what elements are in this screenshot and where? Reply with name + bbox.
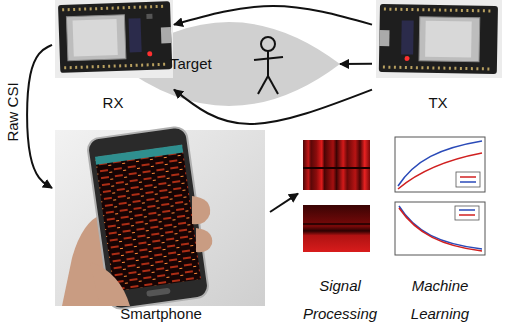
loss-curve-plot xyxy=(395,202,485,255)
node-label: Smartphone xyxy=(120,300,202,328)
connector-arrow xyxy=(27,45,52,188)
node-label: Target xyxy=(170,55,212,73)
rx-board-photo xyxy=(55,0,173,78)
learning-curve-plot xyxy=(395,137,485,192)
smartphone-photo xyxy=(55,126,265,310)
transmitter-board: TX xyxy=(372,0,504,112)
target-region: Target xyxy=(118,22,340,106)
node-label: Machine Learning xyxy=(390,272,490,328)
node-label: TX xyxy=(428,94,447,112)
processing-block: Signal Processing xyxy=(298,136,382,328)
node-label: RX xyxy=(103,94,124,112)
lens-outline xyxy=(118,22,340,106)
connector-arrow xyxy=(270,194,298,212)
edge-label: Raw CSI xyxy=(5,80,20,143)
node-label: Signal Processing xyxy=(298,272,382,328)
person-figure xyxy=(254,37,283,94)
receiver-board: RX xyxy=(52,0,174,112)
lens-shape xyxy=(118,22,340,106)
connector-arrow xyxy=(174,6,372,25)
smartphone-block: Smartphone xyxy=(52,128,270,328)
csi-heatmap xyxy=(303,140,370,252)
connector-arrow xyxy=(340,63,372,65)
learning-block: Machine Learning xyxy=(390,134,490,328)
tx-board-photo xyxy=(376,0,502,78)
